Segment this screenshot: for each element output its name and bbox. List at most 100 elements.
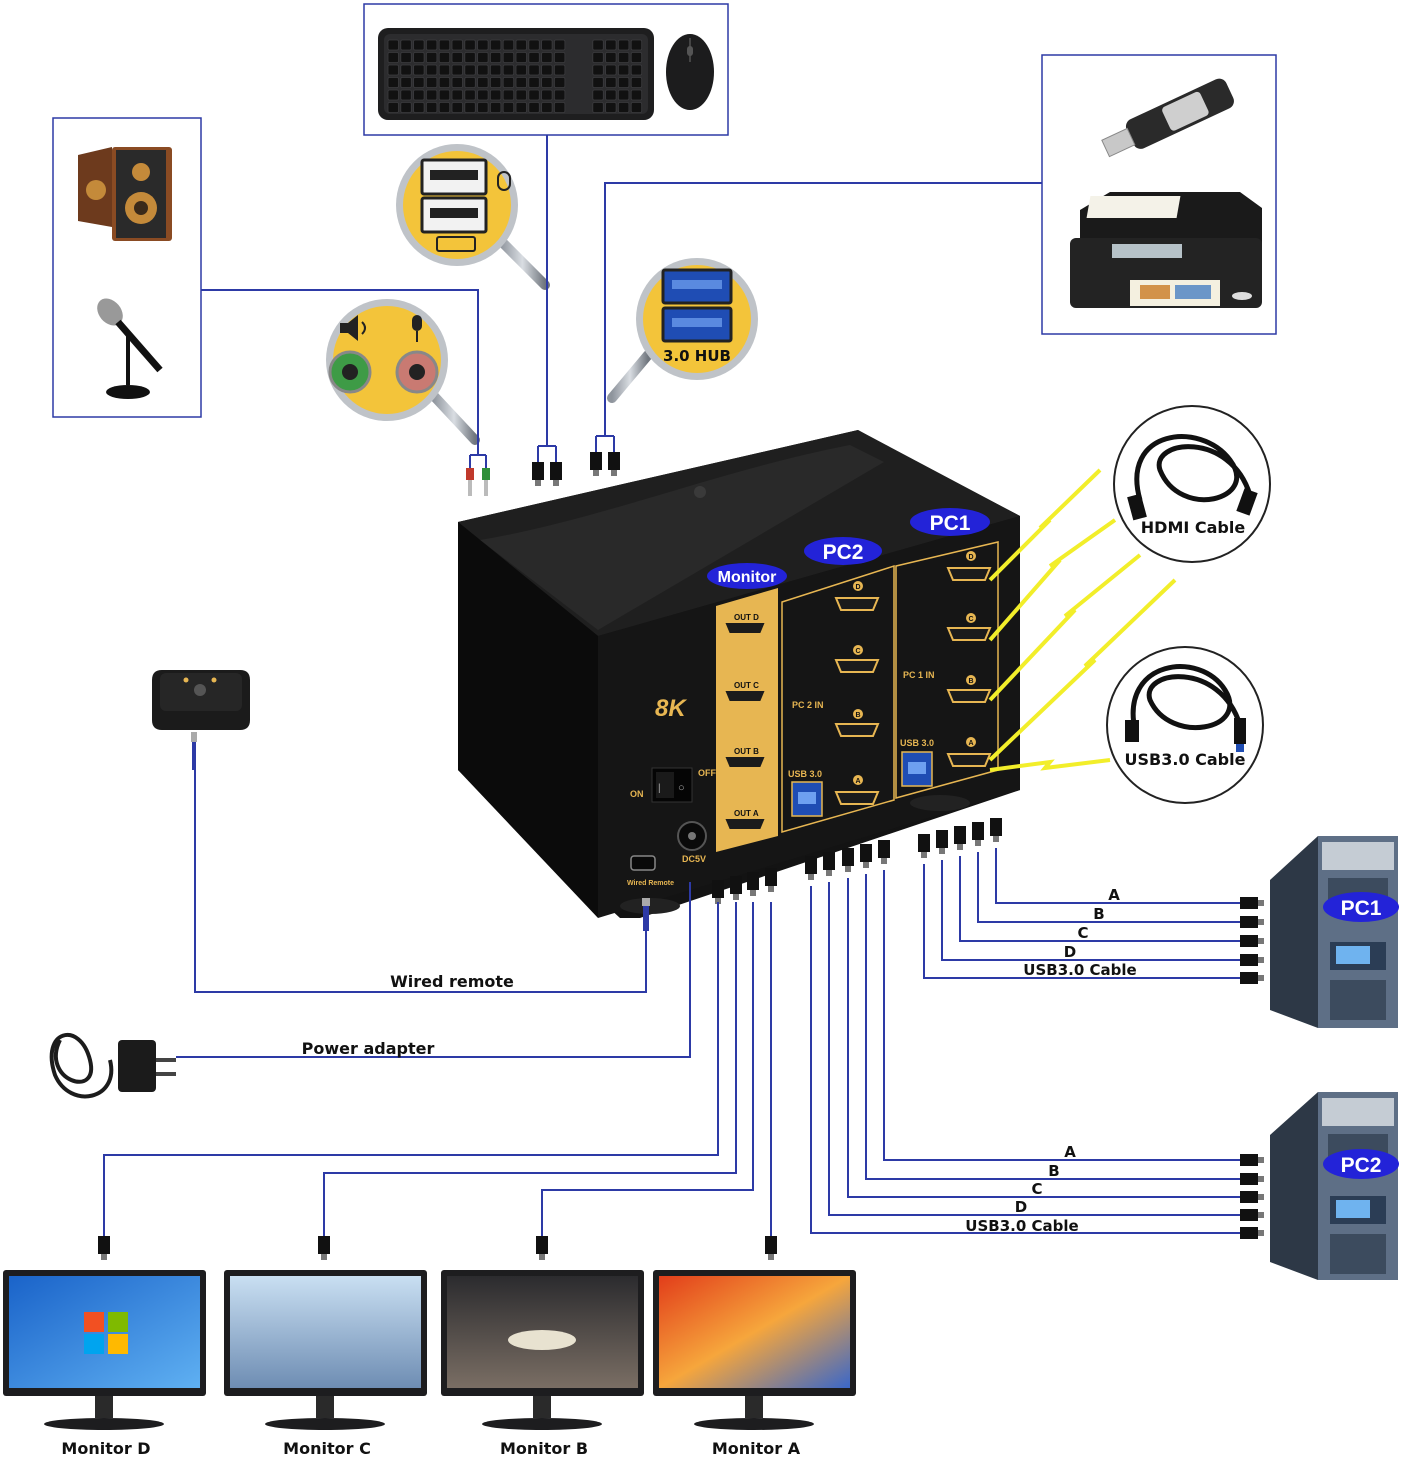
pc2-label: PC2 (1341, 1154, 1382, 1177)
cable-plug (878, 840, 890, 864)
pc2-wire-usb (810, 886, 1240, 1234)
monitor-a-screen (659, 1276, 850, 1388)
pc1-wire-c (959, 856, 1240, 942)
usb-hub-wire (604, 182, 1042, 436)
yellow-arrow (988, 468, 1102, 582)
pc1-wire-d (941, 860, 1240, 961)
pc1-letter-c (966, 613, 976, 623)
8k-badge: 8K (655, 695, 687, 722)
svg-text:|: | (658, 783, 661, 794)
cable-plug (954, 826, 966, 850)
pc1-label: PC1 (1341, 897, 1382, 920)
svg-text:OUT C: OUT C (734, 681, 759, 690)
pc-cable-plug (1240, 916, 1264, 928)
yellow-arrow (988, 553, 1142, 702)
kvm-switch: 8K ○ | ON OFF DC5V Wired Remote OUT D OU… (458, 430, 1020, 918)
pc2-wire-d (828, 882, 1240, 1216)
hdmi-cable-label: HDMI Cable (1141, 518, 1246, 537)
pc2-port-b (835, 723, 879, 737)
keyboard-symbol-icon (436, 236, 476, 252)
on-label: ON (630, 789, 644, 799)
usb-drive-icon (1101, 78, 1234, 158)
cable-plug (842, 848, 854, 872)
pc2-usb-label: USB 3.0 (788, 769, 822, 779)
microphone-icon (97, 298, 163, 399)
wired-remote-port (630, 855, 656, 871)
mouse-icon (666, 34, 714, 110)
pc2-wire-a (883, 870, 1240, 1161)
pc2-letter-c (853, 645, 863, 655)
cable-plug (747, 872, 759, 896)
pc1-usb-label: USB 3.0 (900, 738, 934, 748)
cable-plug (860, 844, 872, 868)
svg-text:PC2: PC2 (823, 541, 864, 564)
yellow-arrow (989, 758, 1111, 772)
monitor-c-label: Monitor C (283, 1439, 371, 1457)
pc1-line-d-label: D (1064, 943, 1076, 961)
cable-plug (765, 868, 777, 892)
port-letter: A (855, 778, 860, 785)
mouse-symbol-icon (497, 171, 511, 191)
monitor-b-wire (541, 902, 754, 1236)
pc-cable-plug (1240, 897, 1264, 909)
power-adapter-label: Power adapter (302, 1039, 435, 1058)
pc-cable-plug (1240, 1191, 1264, 1203)
pc-plugs (1240, 897, 1264, 1239)
pc2-port-c (835, 659, 879, 673)
race-car-icon (508, 1330, 576, 1350)
pc2-line-usb-label: USB3.0 Cable (965, 1217, 1078, 1235)
hub-label: 3.0 HUB (663, 347, 731, 365)
svg-text:OUT D: OUT D (734, 613, 759, 622)
wired-remote-wire (194, 770, 647, 993)
microphone-symbol-icon (412, 315, 422, 342)
monitor-d: Monitor D (3, 1236, 206, 1457)
pc2-line-b-label: B (1048, 1162, 1059, 1180)
port-letter: D (968, 554, 973, 561)
monitor-pill: Monitor (707, 563, 787, 589)
cable-plug (712, 880, 724, 904)
pc2-wire-c (847, 878, 1240, 1198)
cable-arrows (988, 468, 1177, 772)
pc1-port-c (947, 627, 991, 641)
cable-plug (805, 856, 817, 880)
pc-cable-plug (1240, 972, 1264, 984)
pc-cable-plug (1240, 1173, 1264, 1185)
pc1-letter-d (966, 551, 976, 561)
monitor-c-screen (230, 1276, 421, 1388)
pc2-port-a (835, 791, 879, 805)
port-letter: B (855, 712, 860, 719)
off-label: OFF (698, 768, 716, 778)
pc1-wire-a (995, 848, 1240, 904)
power-adapter-icon (49, 1032, 176, 1099)
audio-wire (201, 289, 479, 455)
port-letter: D (855, 584, 860, 591)
monitor-b-label: Monitor B (500, 1439, 588, 1457)
yellow-arrow (988, 518, 1117, 642)
pc-cable-plug (1240, 1154, 1264, 1166)
svg-text:○: ○ (678, 782, 685, 794)
usb-hub-callout: 3.0 HUB (607, 258, 758, 403)
pc2-line-c-label: C (1031, 1180, 1042, 1198)
pc2-port-d (835, 597, 879, 611)
svg-text:PC1: PC1 (930, 512, 971, 535)
usb-cable-callout: USB3.0 Cable (1106, 646, 1264, 804)
pc2-line-a-label: A (1064, 1143, 1076, 1161)
power-switch[interactable]: ○ | (651, 767, 693, 803)
audio-jack-callout (326, 299, 480, 445)
cable-plug (823, 852, 835, 876)
pc2-in-label: PC 2 IN (792, 700, 824, 710)
svg-text:Monitor: Monitor (718, 569, 777, 586)
pc-cable-plug (1240, 935, 1264, 947)
cable-plug (918, 834, 930, 858)
out-c-port: OUT C (723, 681, 767, 703)
pc1-wire-b (977, 852, 1240, 923)
cable-plug (730, 876, 742, 900)
pc1-letter-b (966, 675, 976, 685)
pc2-tower: PC2 (1270, 1092, 1399, 1280)
pc-cable-plug (1240, 1209, 1264, 1221)
usb-drive-printer-box (1041, 54, 1277, 335)
dc5v-label: DC5V (682, 854, 706, 864)
monitor-d-label: Monitor D (61, 1439, 150, 1457)
